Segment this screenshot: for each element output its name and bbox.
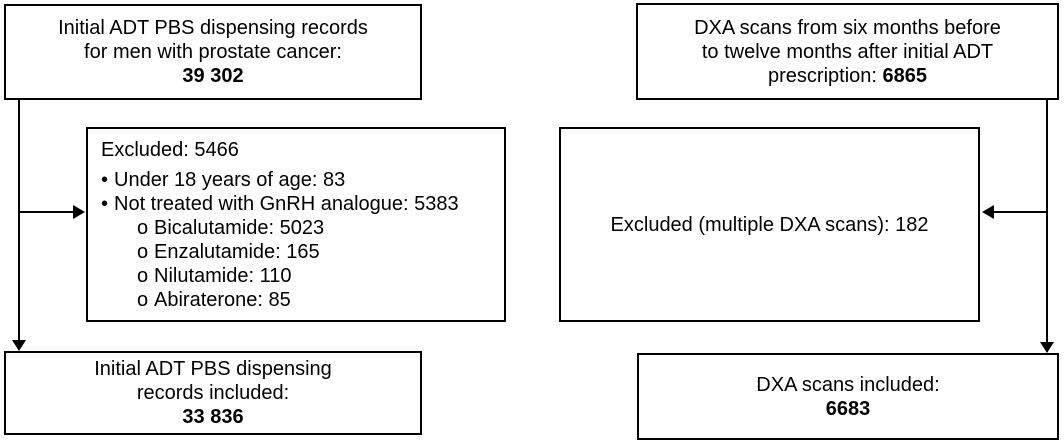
- sub-bullet-icon: o: [137, 217, 149, 239]
- pbs-source-line1: Initial ADT PBS dispensing records: [58, 17, 368, 39]
- pbs-excluded-item2-text: Not treated with GnRH analogue: 5383: [114, 193, 459, 215]
- pbs-excluded-sub2-text: Enzalutamide: 165: [154, 241, 320, 263]
- dxa-source-line2: to twelve months after initial ADT: [701, 40, 994, 63]
- arrow-down-icon: [1040, 342, 1054, 353]
- arrow-right-icon: [73, 205, 85, 219]
- box-dxa-included: DXA scans included: 6683: [637, 353, 1059, 440]
- dxa-source-line3-label: prescription:: [768, 64, 883, 87]
- sub-bullet-icon: o: [137, 265, 149, 287]
- box-pbs-excluded: Excluded: 5466 •Under 18 years of age: 8…: [86, 127, 506, 322]
- pbs-source-line2: for men with prostate cancer:: [84, 41, 342, 63]
- pbs-excluded-item: •Not treated with GnRH analogue: 5383: [101, 192, 498, 216]
- dxa-source-line1: DXA scans from six months before: [694, 16, 1001, 39]
- dxa-excluded-label: Excluded (multiple DXA scans): 182: [610, 213, 929, 236]
- pbs-excluded-item1-text: Under 18 years of age: 83: [114, 169, 346, 191]
- pbs-included-count: 33 836: [182, 406, 244, 428]
- pbs-excluded-sub4-text: Abiraterone: 85: [154, 289, 291, 311]
- bullet-icon: •: [101, 169, 109, 191]
- box-dxa-excluded: Excluded (multiple DXA scans): 182: [559, 127, 980, 322]
- pbs-included-line1: Initial ADT PBS dispensing: [94, 358, 332, 380]
- sub-bullet-icon: o: [137, 289, 149, 311]
- pbs-excluded-header: Excluded: 5466: [101, 139, 239, 161]
- bullet-icon: •: [101, 193, 109, 215]
- dxa-included-line1: DXA scans included:: [756, 373, 940, 396]
- box-dxa-source: DXA scans from six months before to twel…: [636, 3, 1059, 100]
- dxa-source-line3: prescription: 6865: [768, 64, 927, 88]
- connector-pbs-source-to-included: [18, 100, 20, 341]
- pbs-excluded-sub1-text: Bicalutamide: 5023: [154, 217, 325, 239]
- arrow-down-icon: [12, 340, 26, 351]
- pbs-included-line2: records included:: [136, 382, 290, 404]
- pbs-excluded-item: •Under 18 years of age: 83: [101, 168, 498, 192]
- connector-dxa-source-to-included: [1046, 100, 1048, 343]
- arrow-left-icon: [982, 205, 994, 219]
- pbs-excluded-sub3-text: Nilutamide: 110: [154, 265, 292, 287]
- pbs-source-count: 39 302: [182, 65, 244, 87]
- dxa-included-count: 6683: [825, 397, 871, 420]
- dxa-source-count: 6865: [882, 64, 928, 87]
- box-pbs-included: Initial ADT PBS dispensing records inclu…: [4, 351, 422, 435]
- connector-dxa-to-excluded: [994, 211, 1047, 213]
- connector-pbs-to-excluded: [19, 211, 74, 213]
- box-pbs-source: Initial ADT PBS dispensing records for m…: [4, 4, 422, 100]
- sub-bullet-icon: o: [137, 241, 149, 263]
